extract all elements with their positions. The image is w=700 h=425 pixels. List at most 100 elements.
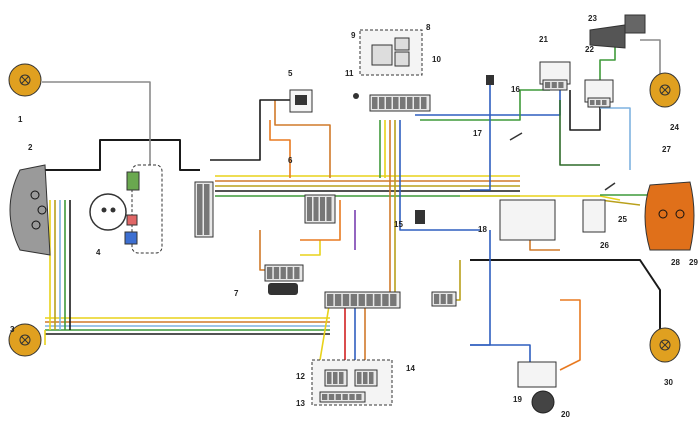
wire-right-lamp30-black — [470, 259, 661, 330]
rear-right-turn-lamp — [649, 327, 681, 363]
fuse-connector-block-pin — [386, 97, 392, 109]
callout-15: 15 — [394, 220, 403, 229]
callout-26: 26 — [600, 241, 609, 250]
wire-relay5-brown — [274, 100, 331, 178]
connector-13-pin — [322, 394, 328, 400]
wire-relay21-blue — [415, 90, 561, 116]
right-connector-pin — [434, 294, 440, 304]
callout-27: 27 — [662, 145, 671, 154]
wire-relay21-green — [420, 89, 550, 121]
fuse-connector-block — [369, 94, 431, 112]
relay-22-pins — [587, 97, 611, 108]
relay-10 — [394, 51, 410, 67]
tail-lamp — [644, 181, 695, 251]
connector-7-pin — [273, 267, 280, 279]
callout-13: 13 — [296, 399, 305, 408]
callout-7: 7 — [234, 289, 239, 298]
callout-24: 24 — [670, 123, 679, 132]
rear-right-turn-lamp-bulb-icon — [659, 339, 671, 351]
wire-tail-olive — [599, 199, 641, 206]
wire-conn7-orange — [300, 200, 341, 241]
central-connector-pin — [342, 294, 350, 306]
switch-25-icon — [604, 182, 616, 191]
instrument-dial — [89, 193, 127, 231]
callouts-layer: 1234567891011121314151617181920212223242… — [10, 14, 698, 419]
wire-relay22-black — [569, 90, 601, 131]
connector-12-pin — [339, 372, 344, 384]
connector-12-pin — [327, 372, 332, 384]
central-connector-pin — [358, 294, 365, 306]
instrument-lamp-icon — [101, 207, 107, 213]
callout-9: 9 — [351, 31, 356, 40]
wire-orange-top — [269, 120, 291, 178]
connector-12 — [324, 369, 348, 387]
wire-relay21-darkgreen — [559, 100, 600, 166]
connector-7-pin — [287, 267, 293, 279]
connector-7-pin — [280, 267, 286, 279]
generator-20 — [531, 390, 555, 414]
rear-right-turn-lamp-bulb-cross-b — [660, 340, 670, 350]
callout-30: 30 — [664, 378, 673, 387]
connector-7 — [264, 264, 304, 282]
headlamp-parking-bulb-icon — [37, 205, 47, 215]
sensor-16 — [486, 75, 494, 85]
regulator-26 — [582, 199, 606, 233]
front-right-turn-lamp-bulb-icon — [659, 84, 671, 96]
central-connector — [324, 291, 401, 309]
right-connector-pin — [440, 294, 446, 304]
wire-generator-blue — [470, 344, 531, 365]
callout-6: 6 — [288, 156, 293, 165]
wire-lower-yellow — [319, 299, 331, 361]
wire-sensor16-blue — [470, 80, 491, 191]
callout-1: 1 — [18, 115, 23, 124]
wire-relay5-black — [210, 99, 300, 161]
central-connector-pin — [390, 294, 397, 306]
connector-13-pin — [335, 394, 341, 400]
connector-13-pin — [356, 394, 362, 400]
callout-18: 18 — [478, 225, 487, 234]
connector-6-pin — [320, 197, 325, 221]
tail-lamp-body — [644, 181, 695, 251]
ignition-unit-18 — [499, 199, 556, 241]
connector-6 — [304, 194, 336, 224]
callout-28: 28 — [671, 258, 680, 267]
central-connector-pin — [334, 294, 342, 306]
callout-3: 3 — [10, 325, 15, 334]
relay-21-pins — [542, 79, 568, 91]
callout-16: 16 — [511, 85, 520, 94]
callout-12: 12 — [296, 372, 305, 381]
relay-21-pins-pin — [558, 82, 564, 88]
callout-2: 2 — [28, 143, 33, 152]
fuse-connector-block-pin — [379, 97, 385, 109]
callout-4: 4 — [96, 248, 101, 257]
horn-switch-red — [126, 214, 138, 226]
fuse-connector-block-pin — [421, 97, 427, 109]
connector-7-pin — [294, 267, 300, 279]
switch-17-icon — [509, 132, 523, 141]
relay-22-pins-pin — [602, 100, 607, 105]
switch-11-icon — [353, 93, 359, 99]
callout-23: 23 — [588, 14, 597, 23]
wire-conn7-yellow — [300, 240, 321, 256]
fuse-connector-block-pin — [414, 97, 420, 109]
wire-generator-orange — [559, 299, 581, 371]
right-connector — [431, 291, 457, 307]
wire-right-yellow — [460, 195, 621, 201]
left-connector-block-pin — [204, 184, 210, 235]
headlamp-body — [9, 164, 51, 256]
callout-21: 21 — [539, 35, 548, 44]
handlebar-switch-block — [124, 164, 163, 254]
connector-7-boot — [268, 283, 298, 295]
horn — [589, 14, 646, 49]
wire-headlamp-switch-black — [40, 139, 200, 171]
connector-14-pin — [369, 372, 374, 384]
rear-left-turn-lamp-bulb-cross-b — [20, 335, 30, 345]
fuse-connector-block-pin — [407, 97, 413, 109]
wires-layer — [40, 35, 661, 371]
connector-14-pin — [357, 372, 362, 384]
relay-9 — [371, 44, 393, 66]
connector-6-pin — [307, 197, 312, 221]
connector-13-pin — [328, 394, 335, 400]
horn-body — [589, 24, 626, 49]
